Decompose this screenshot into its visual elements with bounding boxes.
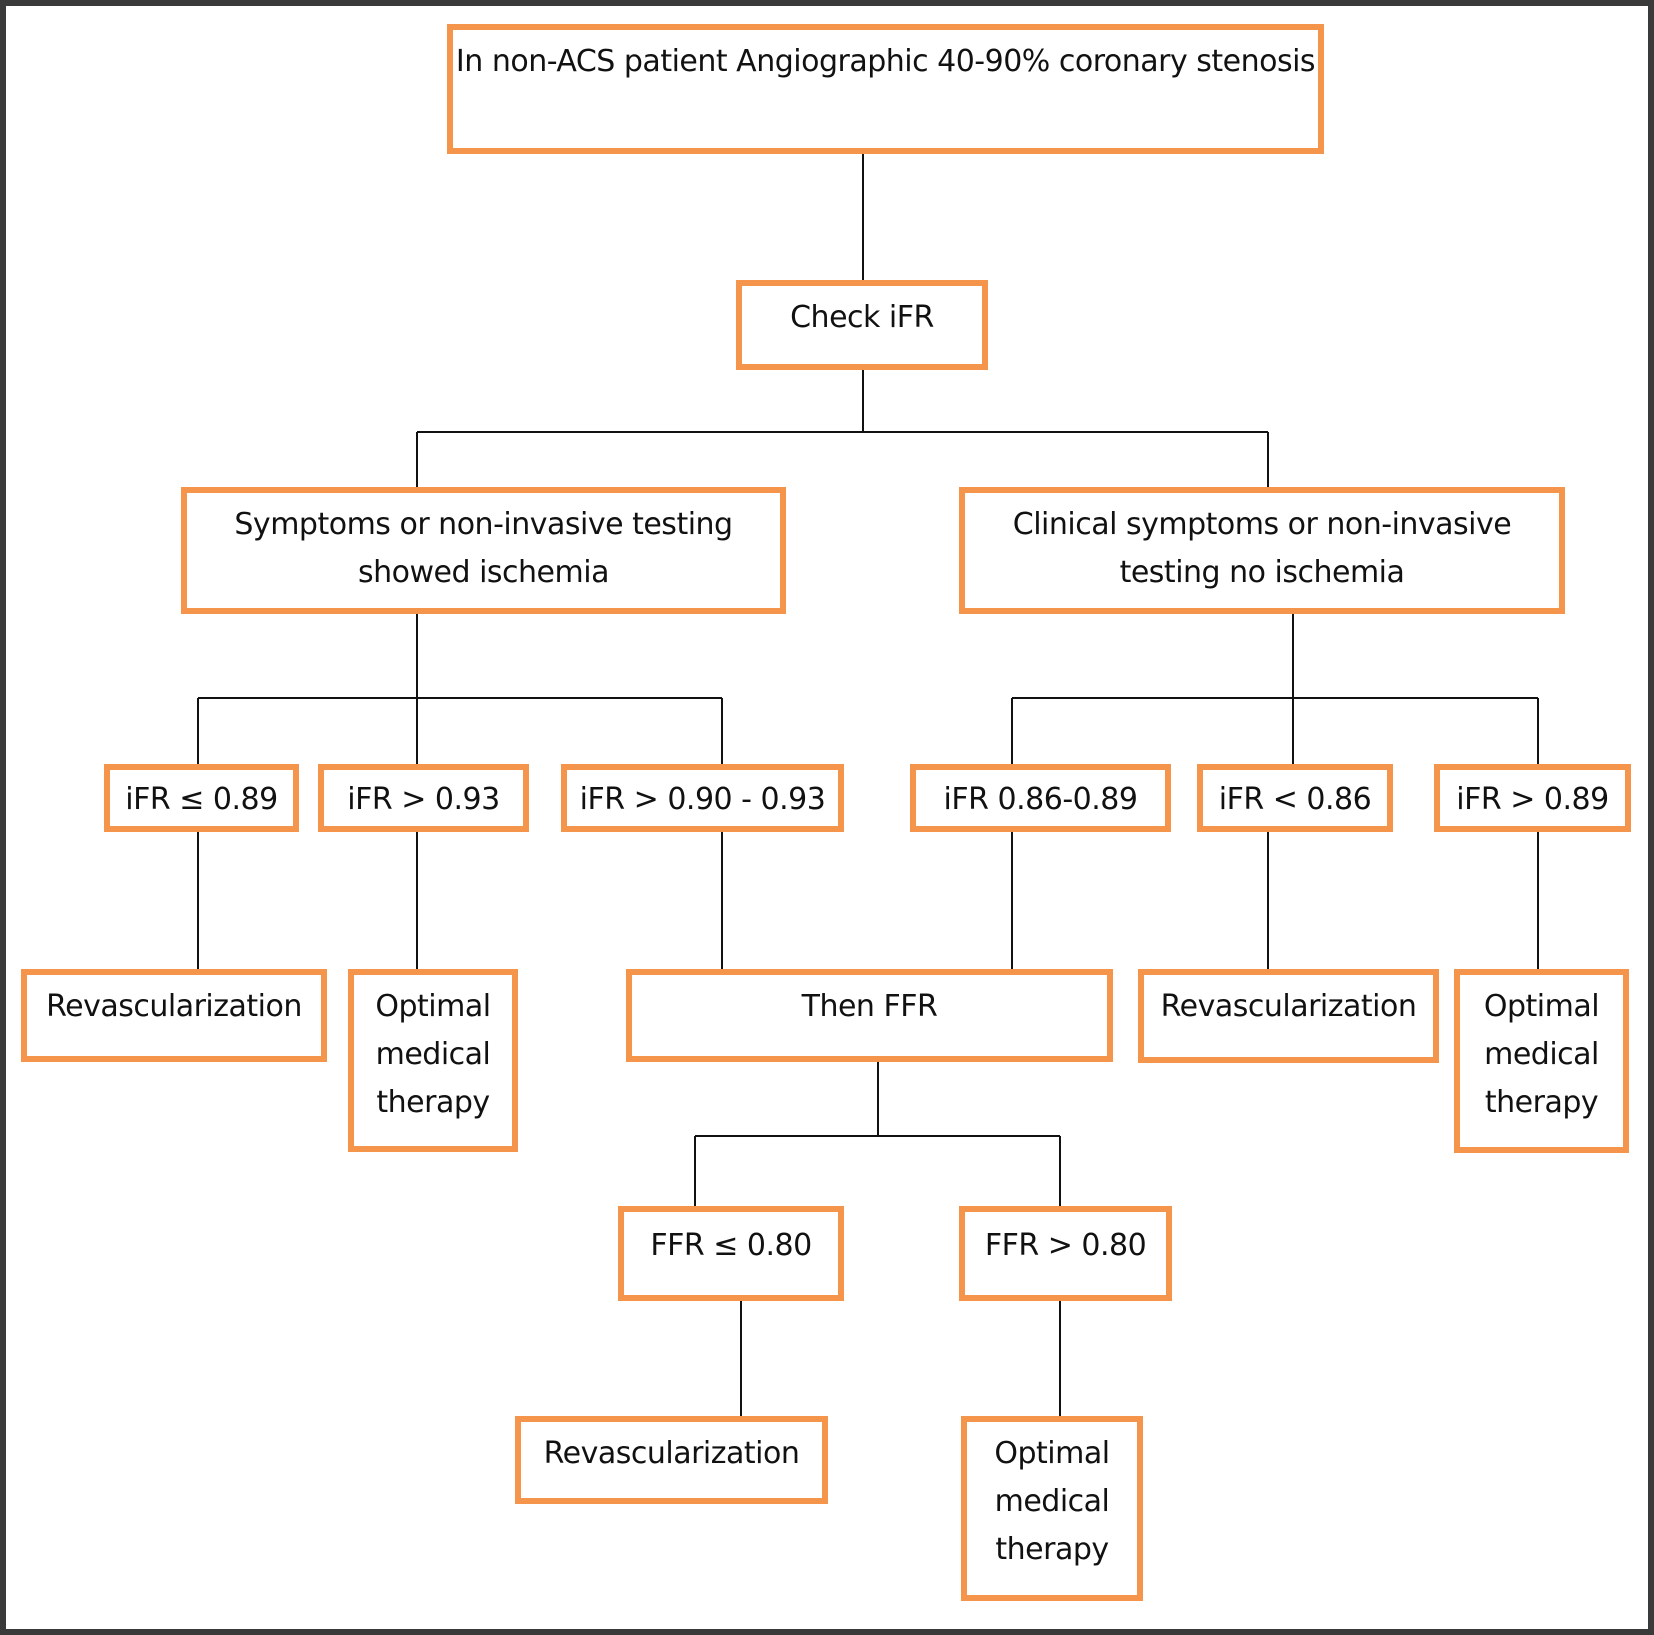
node-ifr-086-089: iFR 0.86-0.89 <box>910 764 1171 832</box>
node-revasc-3: Revascularization <box>515 1416 828 1504</box>
node-omt-2-label: Optimal medical therapy <box>1483 989 1600 1120</box>
node-revasc-1-label: Revascularization <box>46 989 302 1024</box>
node-then-ffr: Then FFR <box>626 969 1113 1062</box>
node-ischemia: Symptoms or non-invasive testing showed … <box>181 487 786 614</box>
node-ifr-lt-086-label: iFR < 0.86 <box>1218 782 1372 817</box>
node-omt-1: Optimal medical therapy <box>348 969 518 1152</box>
node-ifr-090-093-label: iFR > 0.90 - 0.93 <box>579 782 826 817</box>
node-ifr-gt-093: iFR > 0.93 <box>318 764 529 832</box>
node-ffr-gt-080-label: FFR > 0.80 <box>984 1228 1147 1263</box>
node-revasc-2: Revascularization <box>1138 969 1439 1063</box>
node-ffr-gt-080: FFR > 0.80 <box>959 1206 1172 1301</box>
node-then-ffr-label: Then FFR <box>801 989 938 1024</box>
node-start: In non-ACS patient Angiographic 40-90% c… <box>447 24 1324 154</box>
node-omt-3: Optimal medical therapy <box>961 1416 1143 1601</box>
node-revasc-2-label: Revascularization <box>1160 989 1417 1024</box>
node-no-ischemia: Clinical symptoms or non-invasive testin… <box>959 487 1565 614</box>
node-ifr-gt-089: iFR > 0.89 <box>1434 764 1631 832</box>
node-ifr-086-089-label: iFR 0.86-0.89 <box>943 782 1138 817</box>
node-omt-2: Optimal medical therapy <box>1454 969 1629 1153</box>
connector-lines <box>197 154 1539 1416</box>
node-no-ischemia-label: Clinical symptoms or non-invasive testin… <box>1012 507 1512 590</box>
node-ifr-gt-093-label: iFR > 0.93 <box>347 782 500 817</box>
node-ffr-le-080: FFR ≤ 0.80 <box>618 1206 844 1301</box>
node-ischemia-label: Symptoms or non-invasive testing showed … <box>234 507 733 590</box>
node-ifr-lt-086: iFR < 0.86 <box>1197 764 1393 832</box>
node-check-ifr: Check iFR <box>736 280 988 370</box>
node-ifr-090-093: iFR > 0.90 - 0.93 <box>561 764 844 832</box>
node-omt-1-label: Optimal medical therapy <box>375 989 491 1120</box>
node-omt-3-label: Optimal medical therapy <box>994 1436 1110 1567</box>
node-revasc-3-label: Revascularization <box>543 1436 800 1471</box>
node-start-label: In non-ACS patient Angiographic 40-90% c… <box>455 44 1316 79</box>
node-ffr-le-080-label: FFR ≤ 0.80 <box>650 1228 812 1263</box>
node-ifr-le-089-label: iFR ≤ 0.89 <box>125 782 278 817</box>
node-ifr-gt-089-label: iFR > 0.89 <box>1456 782 1609 817</box>
node-ifr-le-089: iFR ≤ 0.89 <box>104 764 299 832</box>
node-check-ifr-label: Check iFR <box>790 300 934 335</box>
node-revasc-1: Revascularization <box>21 969 327 1062</box>
